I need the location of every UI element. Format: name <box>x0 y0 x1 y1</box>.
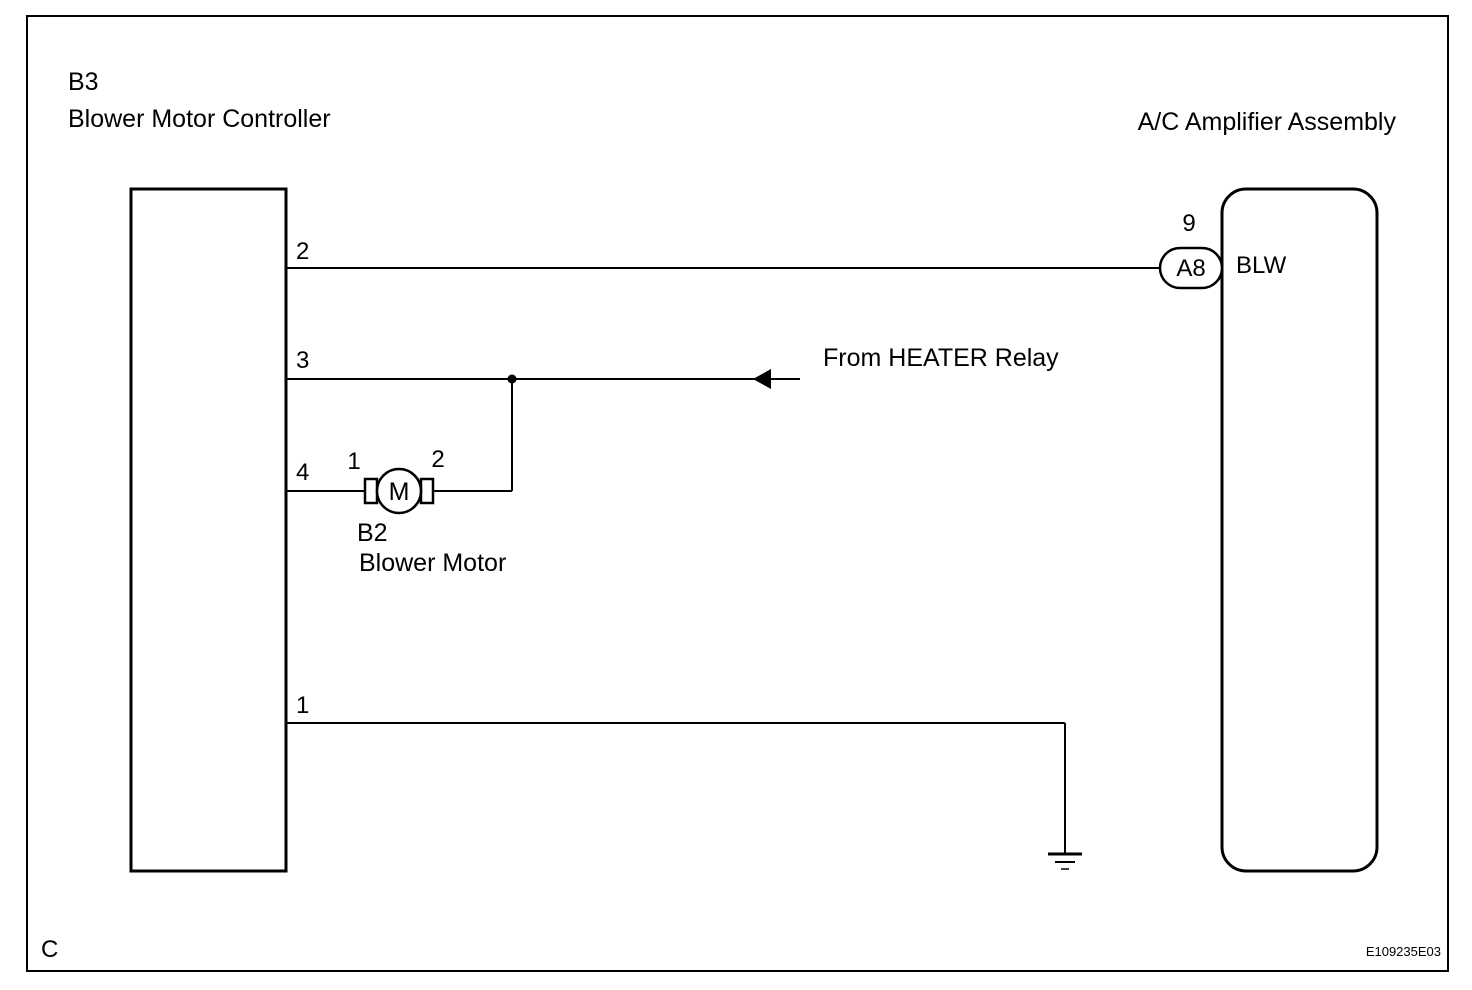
amplifier-pin-9: 9 <box>1182 210 1195 237</box>
motor-icon <box>363 467 435 515</box>
controller-code: B3 <box>68 68 99 96</box>
motor-name: Blower Motor <box>359 549 506 577</box>
controller-pin-4: 4 <box>296 459 309 486</box>
controller-pin-2: 2 <box>296 238 309 265</box>
motor-symbol: M <box>389 478 410 506</box>
diagram-frame <box>26 15 1449 972</box>
amplifier-terminal-blw: BLW <box>1236 252 1287 279</box>
amplifier-box <box>1220 187 1379 873</box>
ground-icon <box>1048 852 1082 870</box>
controller-pin-3: 3 <box>296 347 309 374</box>
connector-a8 <box>1158 246 1224 290</box>
motor-pin-2: 2 <box>431 446 444 473</box>
figure-id: E109235E03 <box>1366 944 1441 959</box>
arrow-icon <box>753 369 771 389</box>
controller-pin-1: 1 <box>296 692 309 719</box>
connector-a8-label: A8 <box>1176 255 1205 282</box>
corner-letter: C <box>41 936 58 963</box>
motor-pin-1: 1 <box>347 448 360 475</box>
motor-code: B2 <box>357 519 388 547</box>
controller-name: Blower Motor Controller <box>68 105 331 133</box>
heater-relay-label: From HEATER Relay <box>823 344 1059 372</box>
controller-box <box>129 187 288 873</box>
amplifier-name: A/C Amplifier Assembly <box>1138 108 1397 136</box>
